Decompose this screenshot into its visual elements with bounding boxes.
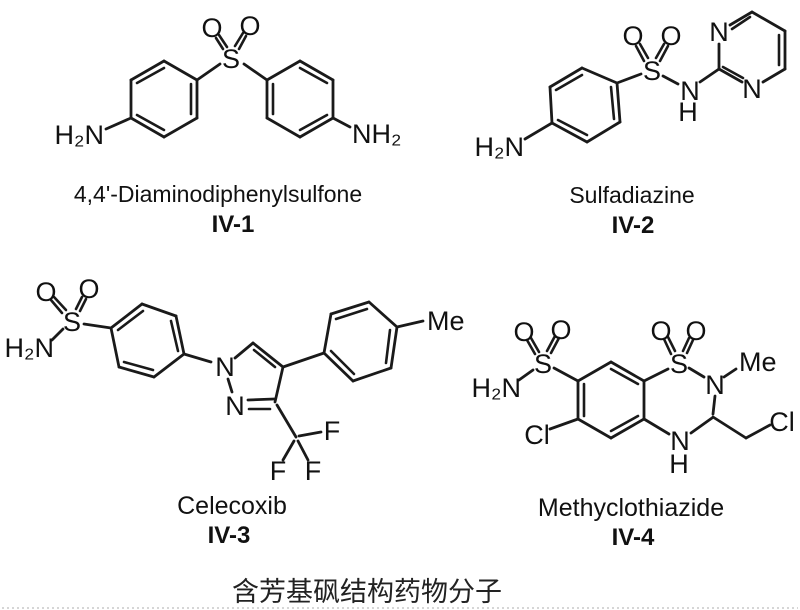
atom-label-Me: Me (427, 306, 465, 336)
atom-label-O: O (622, 21, 643, 51)
molecule-id: IV-2 (612, 212, 655, 239)
celecoxib-bonds (49, 295, 425, 462)
atom-label-NH2: NH₂ (352, 119, 401, 149)
molecule-id: IV-4 (612, 524, 655, 551)
atom-label-O: O (239, 11, 260, 41)
atom-label-N: N (680, 76, 700, 106)
atom-label-H2N: H₂N (472, 373, 521, 403)
atom-label-F: F (305, 456, 322, 486)
molecule-name: 4,4'-Diaminodiphenylsulfone (74, 181, 362, 207)
atom-label-O: O (550, 315, 571, 345)
atom-label-H2N: H₂N (55, 120, 104, 150)
atom-label-S: S (643, 56, 661, 86)
atom-label-F: F (270, 456, 287, 486)
structure-dapsone: O O S H₂N NH₂ 4,4'-Diaminodiphenylsulfon… (55, 11, 402, 238)
molecule-name: Celecoxib (177, 492, 287, 520)
atom-label-O: O (35, 277, 56, 307)
atom-label-O: O (660, 21, 681, 51)
methyclothiazide-bonds (517, 334, 772, 440)
structure-sulfadiazine: O O S H₂N N H N N Sulfadiazine IV-2 (475, 10, 787, 239)
molecule-id: IV-3 (208, 522, 251, 549)
atom-label-N: N (670, 426, 690, 456)
atom-label-Cl: Cl (524, 420, 550, 450)
atom-label-O: O (513, 317, 534, 347)
molecule-name: Methyclothiazide (538, 494, 724, 522)
atom-label-O: O (650, 316, 671, 346)
atom-label-H: H (669, 449, 689, 479)
atom-label-N: N (705, 370, 725, 400)
atom-label-H2N: H₂N (475, 132, 524, 162)
atom-label-F: F (324, 416, 341, 446)
atom-label-H: H (678, 97, 698, 127)
atom-label-O: O (685, 316, 706, 346)
molecule-name: Sulfadiazine (569, 182, 694, 208)
structure-methyclothiazide: O O S H₂N Cl O O S N Me N H Cl Methyclot… (472, 315, 795, 551)
atom-label-N: N (709, 17, 729, 47)
atom-label-O: O (201, 13, 222, 43)
molecule-id: IV-1 (212, 211, 255, 238)
structure-celecoxib: O O S H₂N N N F F F Me Celecoxib IV-3 (5, 274, 465, 549)
atom-label-N: N (215, 352, 235, 382)
atom-label-N: N (225, 391, 245, 421)
figure-caption: 含芳基砜结构药物分子 (232, 577, 502, 607)
sulfadiazine-bonds (523, 10, 787, 144)
atom-label-H2N: H₂N (5, 333, 54, 363)
atom-label-S: S (534, 349, 552, 379)
atom-label-Cl: Cl (769, 407, 795, 437)
atom-label-N: N (742, 74, 762, 104)
atom-label-S: S (63, 307, 81, 337)
dapsone-bonds (104, 31, 352, 139)
atom-label-S: S (670, 349, 688, 379)
atom-label-Me: Me (739, 347, 777, 377)
atom-label-S: S (222, 44, 240, 74)
atom-label-O: O (78, 274, 99, 304)
